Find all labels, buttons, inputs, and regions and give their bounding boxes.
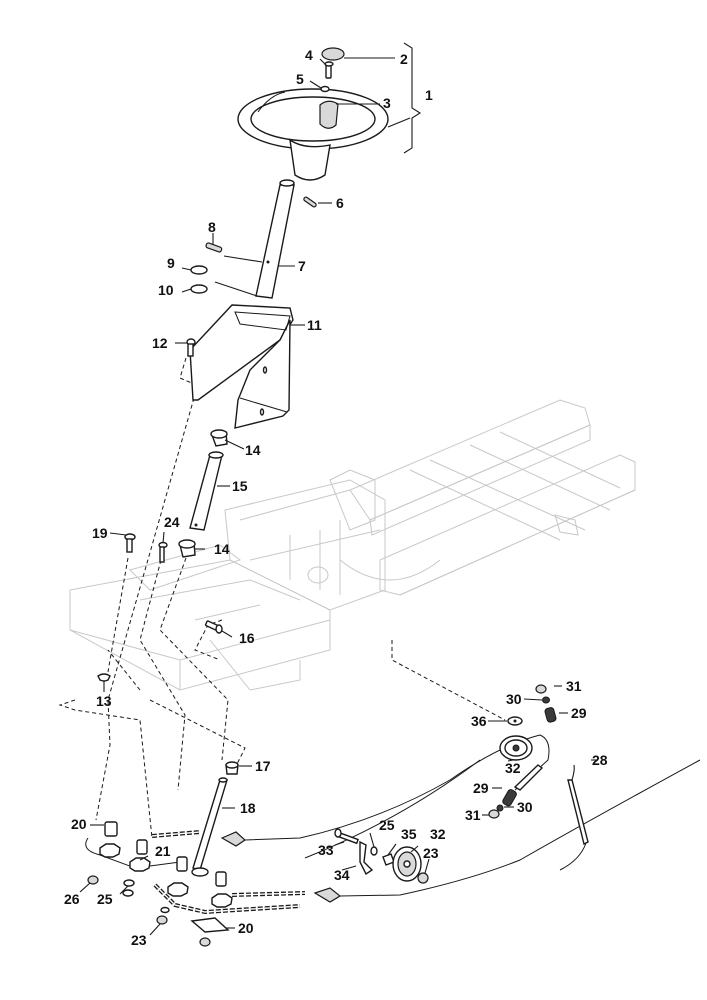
bushing-upper [210,429,228,447]
callout-23-right: 23 [423,845,439,861]
spring-29-upper [544,707,557,723]
control-cables [244,734,701,897]
bolt-4 [324,61,334,79]
callout-20-lower: 20 [238,920,254,936]
callout-7: 7 [298,258,306,274]
washer-5 [320,85,330,93]
steering-column-bracket [189,304,294,429]
plate-20 [190,917,230,933]
pulley-lower [392,846,422,882]
pulley-upper [499,735,533,761]
callout-21: 21 [155,843,171,859]
callout-2: 2 [400,51,408,67]
bolt-12 [186,338,196,357]
nut-23 [156,915,168,925]
bushing-lower [178,539,196,558]
callout-19: 19 [92,525,108,541]
washer-25 [123,879,135,887]
callout-14-upper: 14 [245,442,261,458]
column-tube [189,451,224,531]
bolt-24 [158,541,168,563]
callout-15: 15 [232,478,248,494]
chassis-frame [69,399,636,691]
callout-1: 1 [425,87,433,103]
sprocket-assembly [85,821,233,947]
bolt-19 [124,533,136,553]
group-bracket-1 [403,42,422,154]
callout-13: 13 [96,693,112,709]
washer-10 [190,284,208,294]
callout-30-upper: 30 [506,691,522,707]
bracket-34 [359,840,374,876]
callout-5: 5 [296,71,304,87]
callout-23-left: 23 [131,932,147,948]
rod-shaft [513,764,544,791]
callout-25-left: 25 [97,891,113,907]
callout-31-lower: 31 [465,807,481,823]
pin-6 [303,196,317,208]
washer-30-lower [496,804,504,812]
sprocket-21 [129,857,151,872]
callout-34: 34 [334,867,350,883]
drive-chains [151,830,342,915]
callout-29-lower: 29 [473,780,489,796]
callout-33: 33 [318,842,334,858]
callout-6: 6 [336,195,344,211]
callout-11: 11 [307,317,322,333]
center-cap [321,47,345,61]
washer-30-upper [542,696,550,704]
bolt-33 [334,828,359,845]
callout-30-lower: 30 [517,799,533,815]
callout-36: 36 [471,713,487,729]
callout-26: 26 [64,891,80,907]
nut-23-right [417,872,429,884]
callout-28: 28 [592,752,608,768]
washer-25-right [370,846,378,856]
callout-18: 18 [240,800,256,816]
lower-shaft [192,777,228,871]
steering-shaft [255,179,295,299]
assembly-guide-lines [58,357,506,839]
bolt-16 [204,620,223,634]
pin-8 [205,242,223,253]
nut-26 [87,875,99,885]
spring-29-lower [502,789,517,807]
callout-4: 4 [305,47,313,63]
callout-12: 12 [152,335,168,351]
callout-35: 35 [401,826,417,842]
callout-8: 8 [208,219,216,235]
callout-29-upper: 29 [571,705,587,721]
spacer-20 [104,821,118,837]
callout-32-upper: 32 [505,760,521,776]
callout-10: 10 [158,282,174,298]
nut-13 [97,673,111,682]
bushing-17 [225,761,239,775]
tension-rod-28 [567,779,589,846]
callout-16: 16 [239,630,255,646]
leader-lines [79,57,598,936]
callout-14-lower: 14 [214,541,230,557]
callout-25-right: 25 [379,817,395,833]
nut-31-upper [535,684,547,694]
washer-9 [190,265,208,275]
callout-24: 24 [164,514,180,530]
callout-17: 17 [255,758,271,774]
callout-31-upper: 31 [566,678,582,694]
callout-3: 3 [383,95,391,111]
callout-32-lower: 32 [430,826,446,842]
callout-20-upper: 20 [71,816,87,832]
callouts: 1 2 3 4 5 6 7 8 9 10 11 12 13 14 14 15 1… [64,47,608,948]
nut-31-lower [488,809,500,819]
callout-9: 9 [167,255,175,271]
steering-wheel [237,88,389,181]
